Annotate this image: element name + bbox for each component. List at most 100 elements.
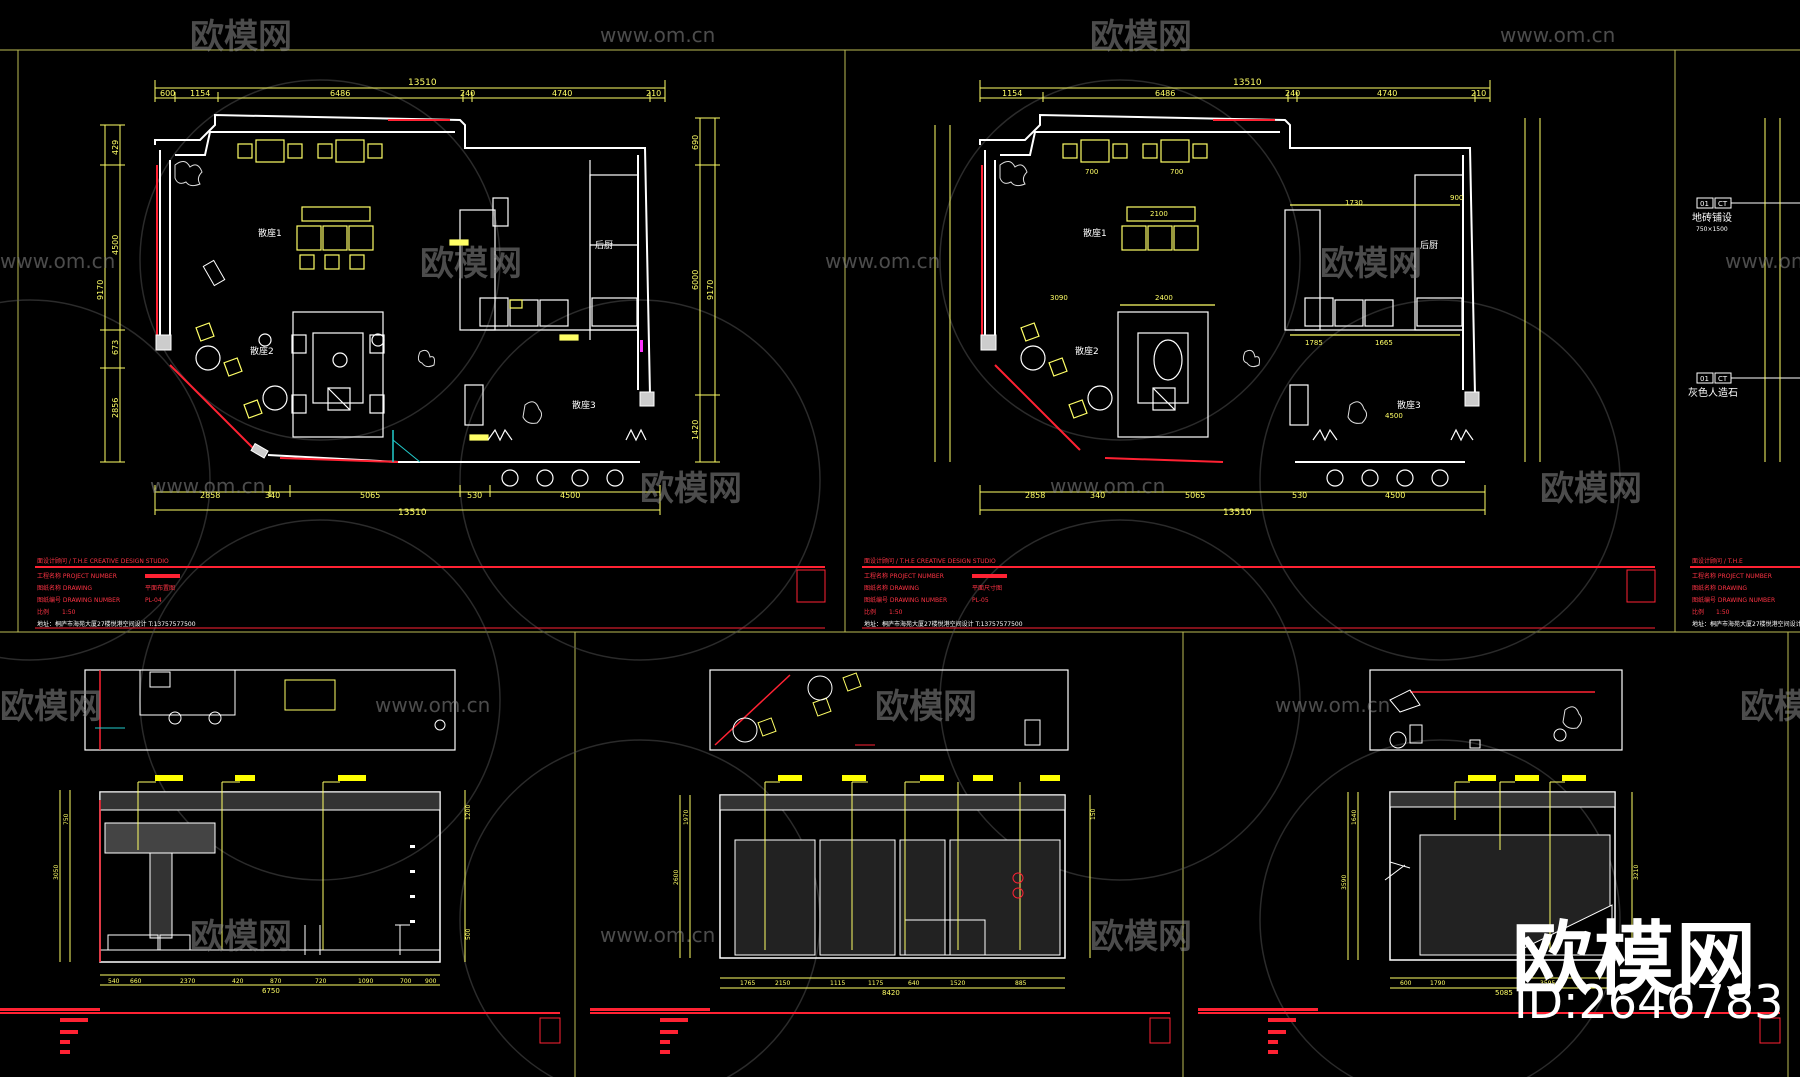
floor-plan-right: 13510 1154 6486 240 4740 210: [934, 78, 1541, 518]
dim-label: 2858: [1025, 491, 1045, 500]
watermark-logo: 欧模网: [420, 244, 522, 284]
room-label-seating-3: 散座3: [1397, 399, 1421, 411]
dim-label: 673: [111, 340, 120, 355]
dim-label: 540: [108, 978, 120, 985]
dim-label: 420: [232, 978, 244, 985]
title-drawing: 图纸名称 DRAWING: [1692, 584, 1747, 592]
dim-label: 1200: [465, 805, 472, 820]
bottom-title-strips: [0, 1008, 1781, 1054]
room-label-kitchen: 后厨: [1420, 240, 1438, 251]
dim-label: 340: [265, 491, 280, 500]
title-scale-value: 1:50: [1716, 609, 1730, 616]
dim-label: 210: [1471, 89, 1486, 98]
watermark-logo: 欧模网: [1740, 687, 1800, 727]
watermark-url: www.om.cn: [1050, 474, 1165, 498]
brand-overlay: 欧模网: [1512, 913, 1758, 1006]
dim-total-bottom: 13510: [398, 508, 427, 518]
room-label-seating-2: 散座2: [1075, 345, 1099, 357]
dim-label: 1115: [830, 980, 845, 987]
dim-label: 700: [1170, 168, 1183, 176]
watermark-logo: 欧模网: [875, 687, 977, 727]
id-overlay: ID:2646783: [1514, 975, 1784, 1029]
dim-label: 4740: [1377, 89, 1397, 98]
dim-label: 4500: [1385, 412, 1403, 420]
dim-label: 2856: [111, 398, 120, 418]
watermark-logo: 欧模网: [190, 17, 292, 57]
watermark-logo: 欧模网: [1090, 917, 1192, 957]
title-number: 图纸编号 DRAWING NUMBER: [37, 596, 120, 604]
room-label-seating-2: 散座2: [250, 345, 274, 357]
dim-label: 900: [425, 978, 437, 985]
dim-label: 2150: [775, 980, 790, 987]
dim-label: 500: [465, 928, 472, 940]
dim-label: 4500: [111, 235, 120, 255]
title-address: 地址：桐庐市海苑大厦27楼悦港空间设计 T:13757577500: [864, 620, 1023, 628]
dim-label: 530: [1292, 491, 1307, 500]
dim-label: 240: [1285, 89, 1300, 98]
watermark-logo: 欧模网: [0, 687, 102, 727]
dim-label: 210: [646, 89, 661, 98]
dim-label: 1175: [868, 980, 883, 987]
dim-label: 720: [315, 978, 327, 985]
dim-label: 429: [111, 140, 120, 155]
elevation-3: 600 1790 3595 5085 1640 3590 3210: [1341, 669, 1640, 997]
dim-label: 6000: [691, 270, 700, 290]
dim-total-bottom: 13510: [1223, 508, 1252, 518]
dim-label: 1154: [190, 89, 210, 98]
watermark-url: www.om.cn: [600, 23, 715, 47]
sheet-frames: [0, 49, 1800, 1077]
title-header: 面设计顾问 / T.H.E CREATIVE DESIGN STUDIO: [37, 557, 169, 565]
dim-label: 240: [460, 89, 475, 98]
dim-label: 3050: [53, 865, 60, 880]
floor-plan-left: 13510 600 1154 6486 240 4740 210 429 450…: [96, 78, 720, 518]
dim-label: 9170: [706, 280, 715, 300]
dim-total: 5085: [1495, 989, 1513, 997]
legend-tag: CT: [1718, 200, 1728, 208]
room-label-seating-3: 散座3: [572, 399, 596, 411]
legend-tag: CT: [1718, 375, 1728, 383]
title-scale: 比例: [1692, 608, 1704, 616]
dim-label: 3210: [1633, 865, 1640, 880]
title-number: 图纸编号 DRAWING NUMBER: [864, 596, 947, 604]
dim-label: 660: [130, 978, 142, 985]
dim-label: 4500: [1385, 491, 1405, 500]
watermark-url: www.om.cn: [375, 693, 490, 717]
dim-label: 150: [1090, 808, 1097, 820]
dim-label: 3090: [1050, 294, 1068, 302]
dim-label: 340: [1090, 491, 1105, 500]
title-block-3: 面设计顾问 / T.H.E 工程名称 PROJECT NUMBER 图纸名称 D…: [1690, 557, 1800, 628]
dim-label: 870: [270, 978, 282, 985]
dim-label: 2100: [1150, 210, 1168, 218]
dim-label: 900: [1450, 194, 1463, 202]
watermark-url: www.om.cn: [0, 249, 115, 273]
dim-label: 640: [908, 980, 920, 987]
room-label-seating-1: 散座1: [1083, 227, 1107, 239]
dim-total: 6750: [262, 987, 280, 995]
title-address: 地址：桐庐市海苑大厦27楼悦港空间设计: [1692, 620, 1800, 628]
title-block-2: 面设计顾问 / T.H.E CREATIVE DESIGN STUDIO 工程名…: [862, 557, 1656, 629]
watermark-logo: 欧模网: [190, 917, 292, 957]
dim-label: 9170: [96, 280, 105, 300]
elevation-2: 1765 2150 1115 1175 640 1520 885 8420 19…: [673, 669, 1097, 997]
dim-label: 1520: [950, 980, 965, 987]
title-address: 地址：桐庐市海苑大厦27楼悦港空间设计 T:13757577500: [37, 620, 196, 628]
room-label-kitchen: 后厨: [595, 240, 613, 251]
title-drawing: 图纸名称 DRAWING: [864, 584, 919, 592]
watermark-url: www.om.cn: [150, 474, 265, 498]
dim-label: 700: [1085, 168, 1098, 176]
dim-label: 885: [1015, 980, 1027, 987]
title-number-value: PL-04: [145, 597, 162, 604]
dim-label: 600: [160, 89, 175, 98]
rotated-block: [202, 259, 226, 287]
title-project: 工程名称 PROJECT NUMBER: [864, 572, 944, 580]
watermark-url: www.om.cn: [1500, 23, 1615, 47]
dim-label: 6486: [1155, 89, 1175, 98]
dim-label: 690: [691, 135, 700, 150]
title-block-1: 面设计顾问 / T.H.E CREATIVE DESIGN STUDIO 工程名…: [35, 557, 826, 629]
dim-label: 700: [400, 978, 412, 985]
dim-label: 2370: [180, 978, 195, 985]
dim-total: 8420: [882, 989, 900, 997]
dim-label: 4500: [560, 491, 580, 500]
dim-label: 1154: [1002, 89, 1022, 98]
legend-code: 01: [1700, 375, 1709, 383]
